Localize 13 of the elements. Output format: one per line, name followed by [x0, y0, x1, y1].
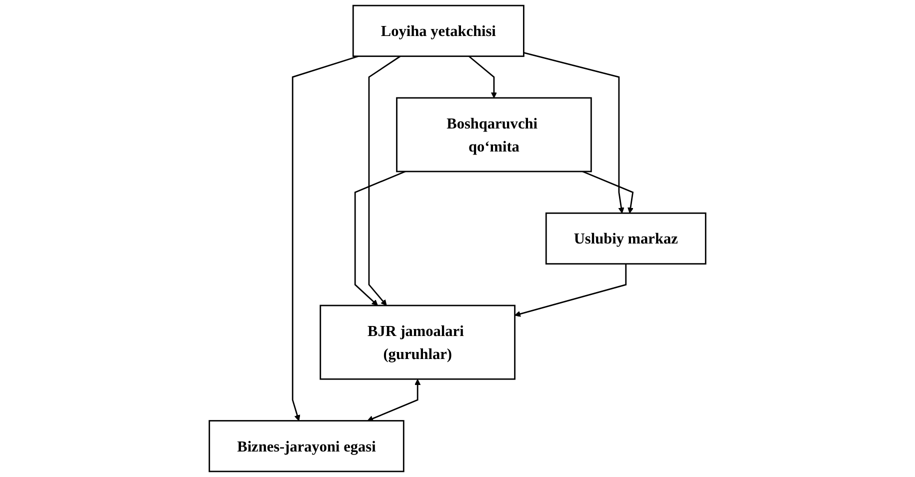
- node-box: Loyiha yetakchisi: [352, 4, 524, 57]
- node-box: BJR jamoalari (guruhlar): [320, 304, 516, 380]
- arrow: [468, 56, 498, 98]
- node-box: Uslubiy markaz: [545, 212, 706, 265]
- arrow: [582, 170, 634, 214]
- arrow: [367, 379, 421, 422]
- node-box: Biznes-jarayoni egasi: [208, 420, 404, 472]
- arrow: [368, 56, 401, 306]
- node-box: Boshqaruvchi qo‘mita: [396, 97, 592, 172]
- arrow: [524, 52, 624, 214]
- arrow: [514, 264, 627, 317]
- arrow: [354, 170, 406, 306]
- arrow: [292, 56, 359, 422]
